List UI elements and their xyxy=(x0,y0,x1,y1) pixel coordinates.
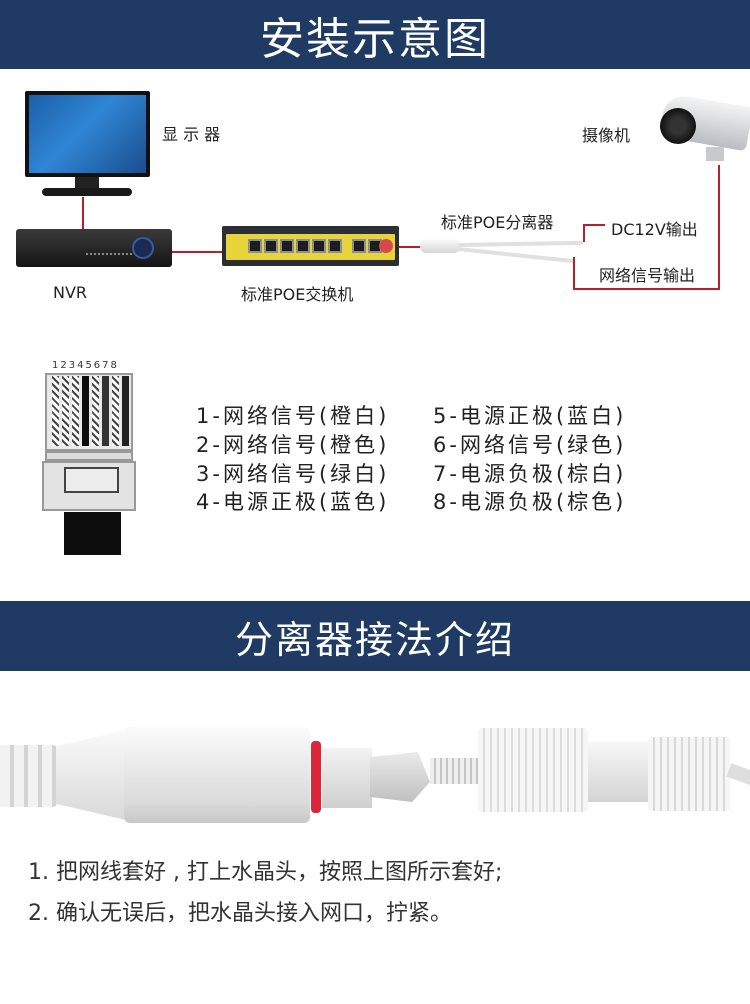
dc12v-output-label: DC12V输出 xyxy=(611,220,698,239)
wire-net-out-horizontal xyxy=(573,288,720,290)
pinout-item: 8-电源负极(棕色) xyxy=(433,490,627,514)
nvr-label: NVR xyxy=(53,283,88,302)
wire-dc-out-vertical xyxy=(583,224,585,242)
wire-net-out-vertical xyxy=(573,257,575,289)
nvr-device-icon xyxy=(16,229,172,267)
wire-dc-out-horizontal xyxy=(583,224,605,226)
network-output-label: 网络信号输出 xyxy=(599,266,696,285)
pinout-item: 3-网络信号(绿白) xyxy=(196,462,390,486)
switch-label: 标准POE交换机 xyxy=(241,285,354,304)
camera-label: 摄像机 xyxy=(582,126,631,145)
instruction-step: 1. 把网线套好 , 打上水晶头，按照上图所示套好; xyxy=(28,860,503,885)
section-title-splitter-wiring: 分离器接法介绍 xyxy=(0,601,750,671)
wire-monitor-nvr xyxy=(82,197,84,230)
pinout-item: 7-电源负极(棕白) xyxy=(433,462,627,486)
wire-to-camera xyxy=(718,165,720,290)
monitor-label: 显 示 器 xyxy=(162,125,221,144)
splitter-label: 标准POE分离器 xyxy=(441,213,554,232)
instruction-step: 2. 确认无误后，把水晶头接入网口，拧紧。 xyxy=(28,901,452,926)
pinout-item: 4-电源正极(蓝色) xyxy=(196,490,390,514)
section-title-installation-diagram: 安装示意图 xyxy=(0,0,750,69)
rj45-pin-numbers: 12345678 xyxy=(52,360,119,371)
pinout-item: 5-电源正极(蓝白) xyxy=(433,404,627,428)
pinout-item: 1-网络信号(橙白) xyxy=(196,404,390,428)
pinout-item: 6-网络信号(绿色) xyxy=(433,433,627,457)
wire-switch-splitter xyxy=(399,246,421,248)
wire-nvr-switch xyxy=(172,251,222,253)
red-o-ring xyxy=(311,741,321,813)
poe-switch-icon xyxy=(222,226,399,266)
pinout-item: 2-网络信号(橙色) xyxy=(196,433,390,457)
